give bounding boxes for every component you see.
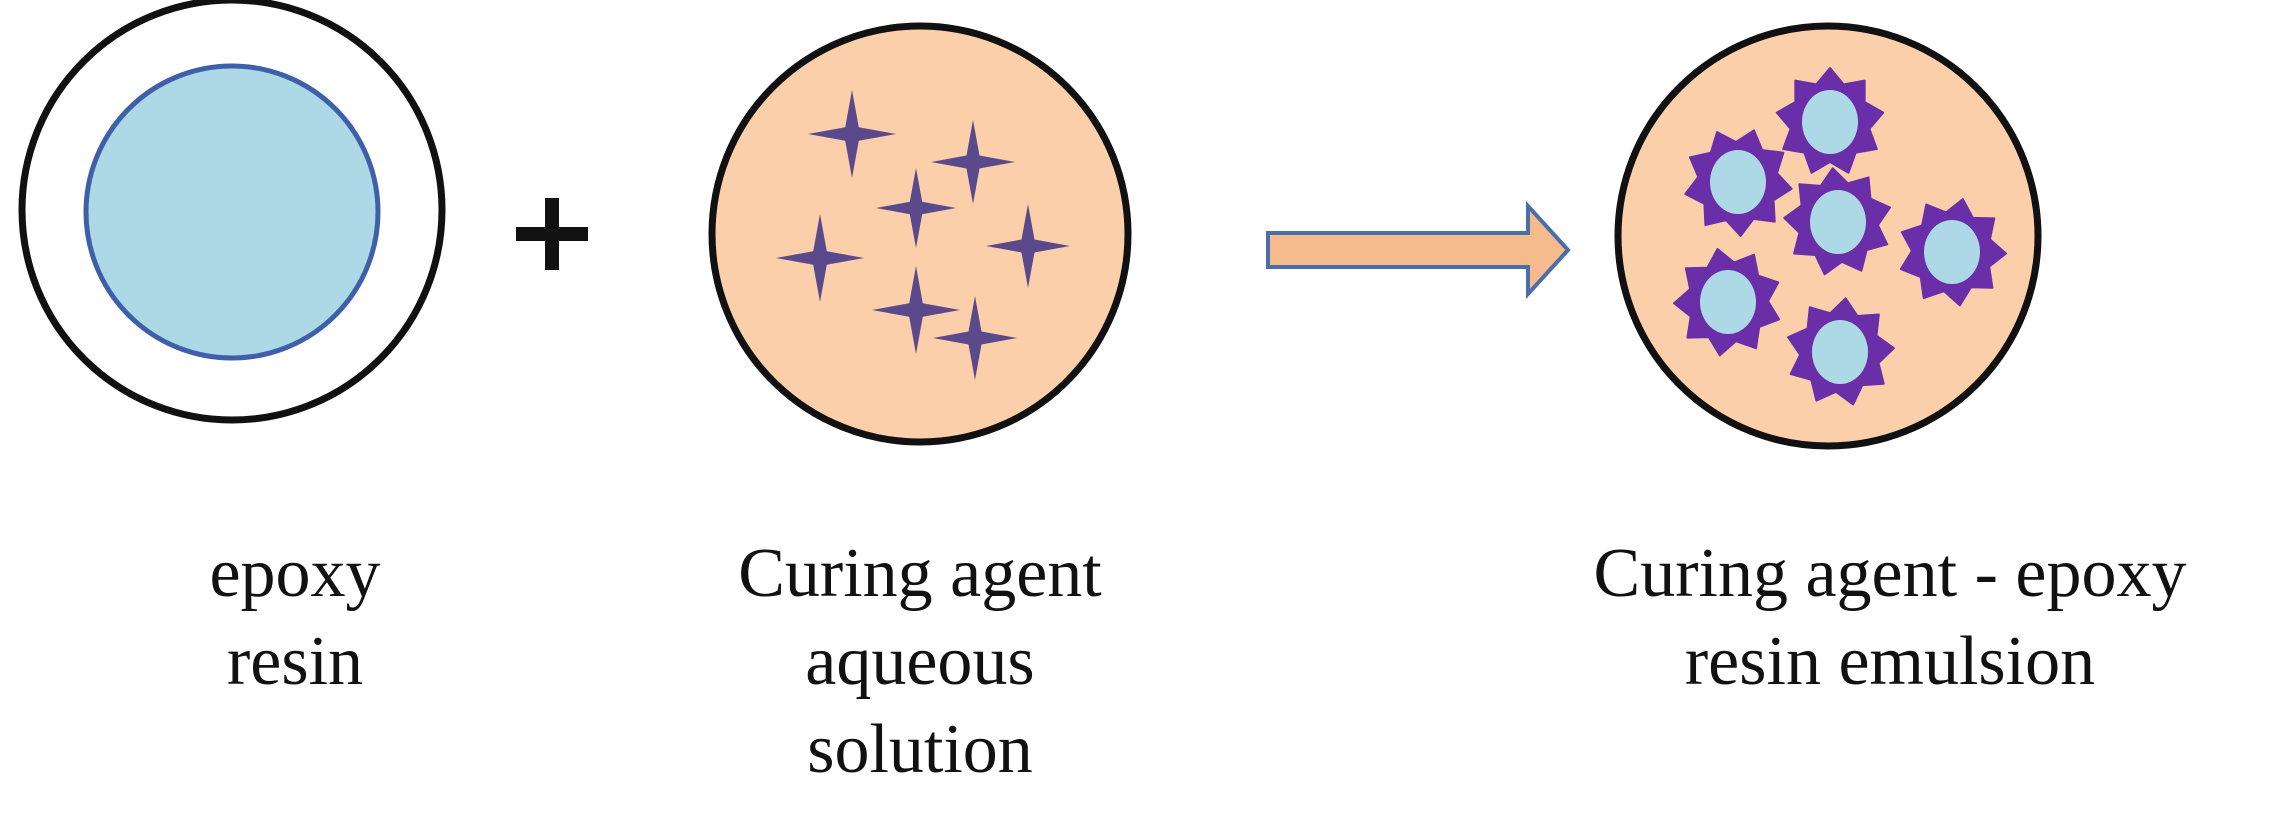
curing-agent-stars [776, 90, 1070, 380]
curing-agent-star [808, 90, 896, 178]
caption-line: solution [807, 711, 1033, 788]
curing-agent-star [872, 266, 960, 354]
caption-line: aqueous [805, 623, 1035, 700]
solution-circle [708, 22, 1132, 446]
curing-agent-star [986, 204, 1070, 288]
emulsion-droplet [1899, 198, 2007, 307]
resin-inner-circle [83, 63, 381, 361]
epoxy-resin-particle [18, 0, 446, 424]
emulsion-droplets [1673, 67, 2007, 406]
caption-line: resin [226, 623, 364, 700]
emulsion-particle [1614, 22, 2042, 450]
curing-agent-star [876, 168, 956, 248]
curing-agent-star [776, 214, 864, 302]
droplet-core [1700, 270, 1756, 334]
caption-line: Curing agent [738, 535, 1102, 612]
droplet-core [1710, 150, 1766, 214]
caption-line: epoxy [209, 535, 381, 612]
droplet-core [1802, 90, 1858, 154]
emulsion-droplet [1775, 67, 1885, 174]
droplet-core [1812, 320, 1868, 384]
arrow-right-icon [1266, 200, 1571, 300]
caption-emulsion: Curing agent - epoxy resin emulsion [1510, 530, 2270, 706]
droplet-core [1810, 190, 1866, 254]
curing-agent-solution [708, 22, 1132, 446]
emulsion-droplet [1787, 297, 1895, 406]
droplet-core [1924, 220, 1980, 284]
curing-agent-star [931, 120, 1015, 204]
caption-line: Curing agent - epoxy [1593, 535, 2187, 612]
emulsion-droplet [1673, 248, 1781, 357]
emulsion-droplet [1684, 129, 1793, 237]
caption-line: resin emulsion [1684, 623, 2096, 700]
caption-epoxy-resin: epoxy resin [90, 530, 500, 706]
curing-agent-star [933, 296, 1017, 380]
caption-curing-agent-solution: Curing agent aqueous solution [660, 530, 1180, 794]
emulsion-droplet [1783, 167, 1891, 276]
plus-icon [516, 198, 588, 270]
